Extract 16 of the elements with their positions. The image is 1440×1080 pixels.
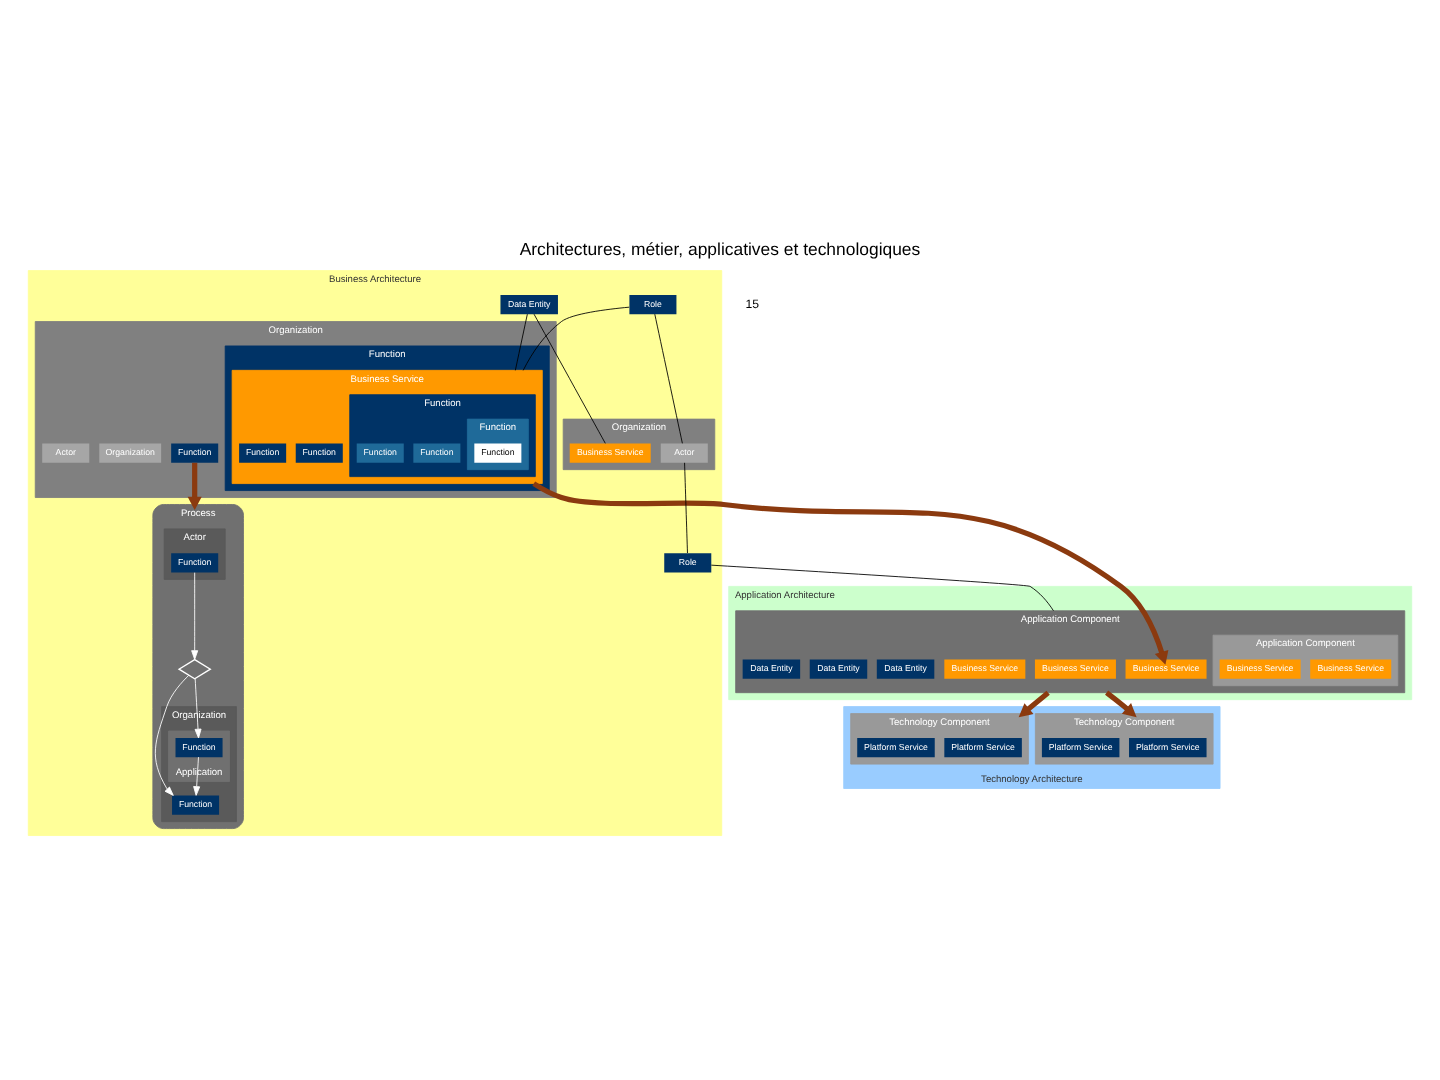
arrow bbox=[194, 678, 202, 739]
connector bbox=[684, 462, 688, 554]
connector bbox=[533, 313, 606, 444]
arrow bbox=[191, 572, 199, 660]
arrow bbox=[1018, 690, 1050, 718]
arrow bbox=[193, 756, 201, 796]
arrow bbox=[187, 462, 202, 511]
connector bbox=[710, 564, 1054, 612]
arrow bbox=[532, 481, 1169, 665]
arrow bbox=[1105, 690, 1137, 718]
connector bbox=[514, 313, 528, 371]
connector bbox=[522, 306, 630, 371]
arrow bbox=[154, 674, 190, 796]
diagram-title: Architectures, métier, applicatives et technologiques bbox=[519, 238, 921, 259]
connector bbox=[654, 313, 683, 444]
node-diamond bbox=[177, 658, 212, 680]
